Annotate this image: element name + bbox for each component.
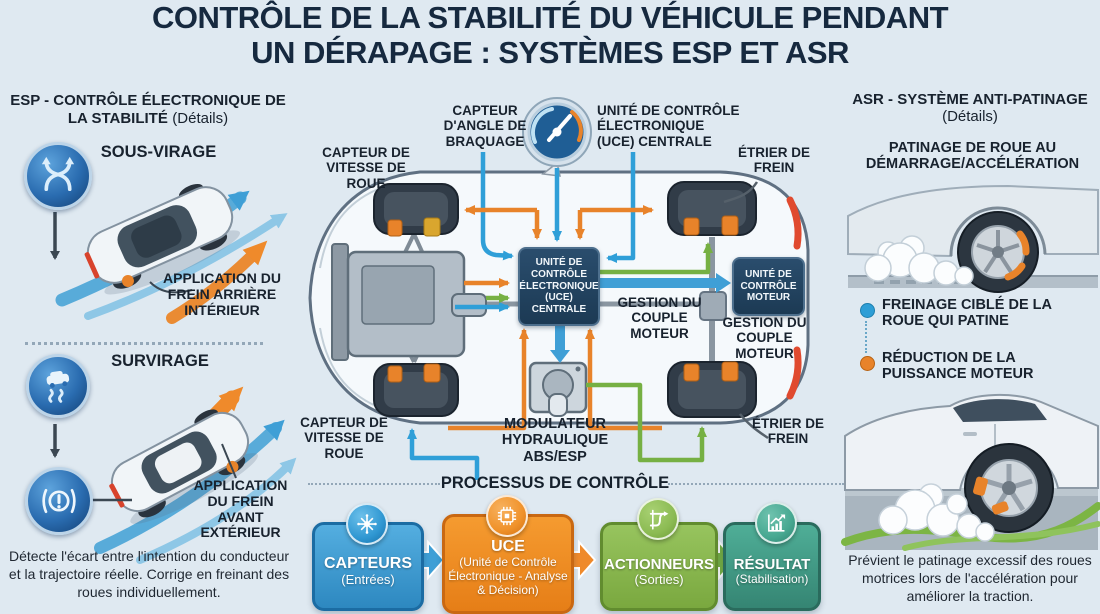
engine-control-unit-box: UNITÉ DE CONTRÔLE MOTEUR [732,257,805,316]
asr-wheelspin-scene [847,184,1099,293]
step-title: CAPTEURS [323,555,412,573]
step-subtitle: (Unité de Contrôle Électronique - Analys… [448,555,568,597]
label-wheel-speed-bottom: CAPTEUR DE VITESSE DE ROUE [300,415,388,461]
smoke-puffs [864,235,974,286]
oversteer-callout: APPLICATION DU FREIN AVANT EXTÉRIEUR [193,477,288,541]
asr-description: Prévient le patinage excessif des roues … [848,552,1092,605]
bullet-connector [865,321,867,353]
process-divider-left [308,483,440,485]
asr-heading-details: (Détails) [942,107,998,125]
label-steering-angle: CAPTEUR D'ANGLE DE BRAQUAGE [443,103,527,149]
torque-management-inner: GESTION DU COUPLE MOTEUR [617,295,702,341]
skidding-car-icon [26,354,90,418]
hydraulic-modulator [528,361,588,417]
wheels [373,181,757,418]
esp-heading-text: ESP - CONTRÔLE ÉLECTRONIQUE DE LA STABIL… [10,92,286,128]
understeer-callout: APPLICATION DU FREIN ARRIÈRE INTÉRIEUR [163,270,281,318]
title-line-1: CONTRÔLE DE LA STABILITÉ DU VÉHICULE PEN… [151,0,949,35]
label-brake-caliper-top: ÉTRIER DE FREIN [737,145,810,176]
esp-panel-heading: ESP - CONTRÔLE ÉLECTRONIQUE DE LA STABIL… [5,92,291,128]
step-title: RÉSULTAT [733,556,811,574]
label-brake-caliper-bottom: ÉTRIER DE FREIN [751,416,824,447]
step-title: ACTIONNEURS [603,555,714,573]
oversteer-car [109,409,258,524]
step-title: UCE [491,538,525,556]
chip-icon [486,495,528,537]
gauge-icon [522,97,592,167]
esp-section-divider [25,342,263,345]
asr-subtitle: PATINAGE DE ROUE AU DÉMARRAGE/ACCÉLÉRATI… [865,140,1080,173]
esp-description: Détecte l'écart entre l'intention du con… [8,548,290,601]
taillight-right-bottom [786,346,802,400]
understeer-car [84,184,240,295]
torque-management-outer: GESTION DU COUPLE MOTEUR [722,315,807,361]
crossing-arrows-icon [24,142,92,210]
bullet-dot-blue [860,303,875,318]
process-heading: PROCESSUS DE CONTRÔLE [440,474,670,492]
brake-warning-icon [25,467,93,535]
central-ecu-box: UNITÉ DE CONTRÔLE ÉLECTRONIQUE (UCE) CEN… [518,247,600,326]
label-hydraulic-modulator: MODULATEUR HYDRAULIQUE ABS/ESP [501,416,609,465]
process-divider-right [668,483,844,485]
smoke-puffs [878,483,995,542]
understeer-scene [50,184,288,324]
merge-arrows-icon [637,498,679,540]
understeer-title: SOUS-VIRAGE [100,143,217,161]
step-subtitle: (Sorties) [634,571,684,587]
asr-bullet-braking: FREINAGE CIBLÉ DE LA ROUE QUI PATINE [882,297,1052,330]
sensor-hub-icon [346,503,388,545]
asr-panel-heading: ASR - SYSTÈME ANTI-PATINAGE (Détails) [845,91,1095,126]
page-title: CONTRÔLE DE LA STABILITÉ DU VÉHICULE PEN… [0,0,1100,70]
label-wheel-speed-top: CAPTEUR DE VITESSE DE ROUE [322,145,410,191]
title-line-2: UN DÉRAPAGE : SYSTÈMES ESP ET ASR [251,35,849,71]
taillight-right-top [786,196,802,250]
step-subtitle: (Entrées) [341,572,395,588]
bullet-dot-orange [860,356,875,371]
oversteer-title: SURVIRAGE [111,352,209,370]
oversteer-scene [50,386,297,564]
esp-heading-details: (Détails) [172,110,229,128]
trend-chart-icon [755,502,797,544]
engine-block [331,243,487,361]
asr-traction-scene [841,394,1100,551]
label-central-ecu-top: UNITÉ DE CONTRÔLE ÉLECTRONIQUE (UCE) CEN… [597,103,740,149]
step-subtitle: (Stabilisation) [735,572,809,587]
signal-arrows [407,152,731,480]
asr-heading-text: ASR - SYSTÈME ANTI-PATINAGE [852,91,1088,108]
asr-bullet-power: RÉDUCTION DE LA PUISSANCE MOTEUR [882,350,1034,383]
